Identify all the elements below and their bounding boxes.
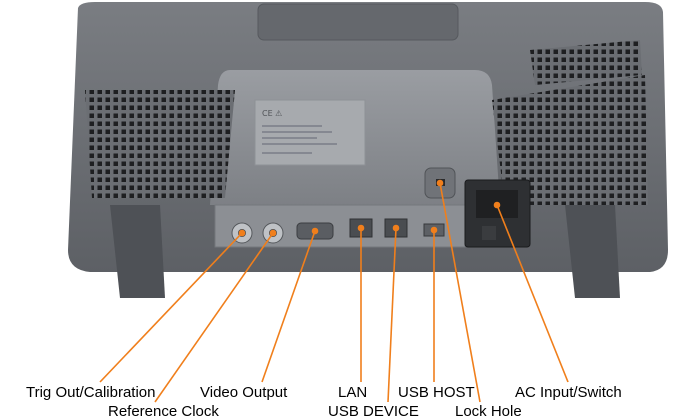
callout-ac-input [496, 204, 569, 383]
label-usb-device: USB DEVICE [328, 403, 419, 420]
label-lock-hole: Lock Hole [455, 403, 522, 420]
label-ac-input: AC Input/Switch [515, 384, 622, 401]
callout-usb-device [387, 227, 397, 403]
left-foot [110, 205, 165, 298]
svg-text:CE ⚠: CE ⚠ [262, 109, 282, 118]
connector-strip [214, 204, 466, 248]
label-reference-clock: Reference Clock [108, 403, 219, 420]
label-usb-host: USB HOST [398, 384, 475, 401]
right-vent-grille [492, 75, 648, 205]
label-lan: LAN [338, 384, 368, 401]
label-trig-out: Trig Out/Calibration [26, 384, 156, 401]
left-vent-grille [85, 90, 235, 198]
callout-trig-out [99, 232, 243, 383]
right-vent-upper [530, 40, 642, 85]
right-foot [565, 205, 620, 298]
callout-video-output [261, 230, 316, 383]
handle-recess [257, 3, 459, 41]
callout-lock-hole [439, 182, 481, 403]
label-video-output: Video Output [200, 384, 288, 401]
callout-reference-clock [154, 232, 274, 403]
